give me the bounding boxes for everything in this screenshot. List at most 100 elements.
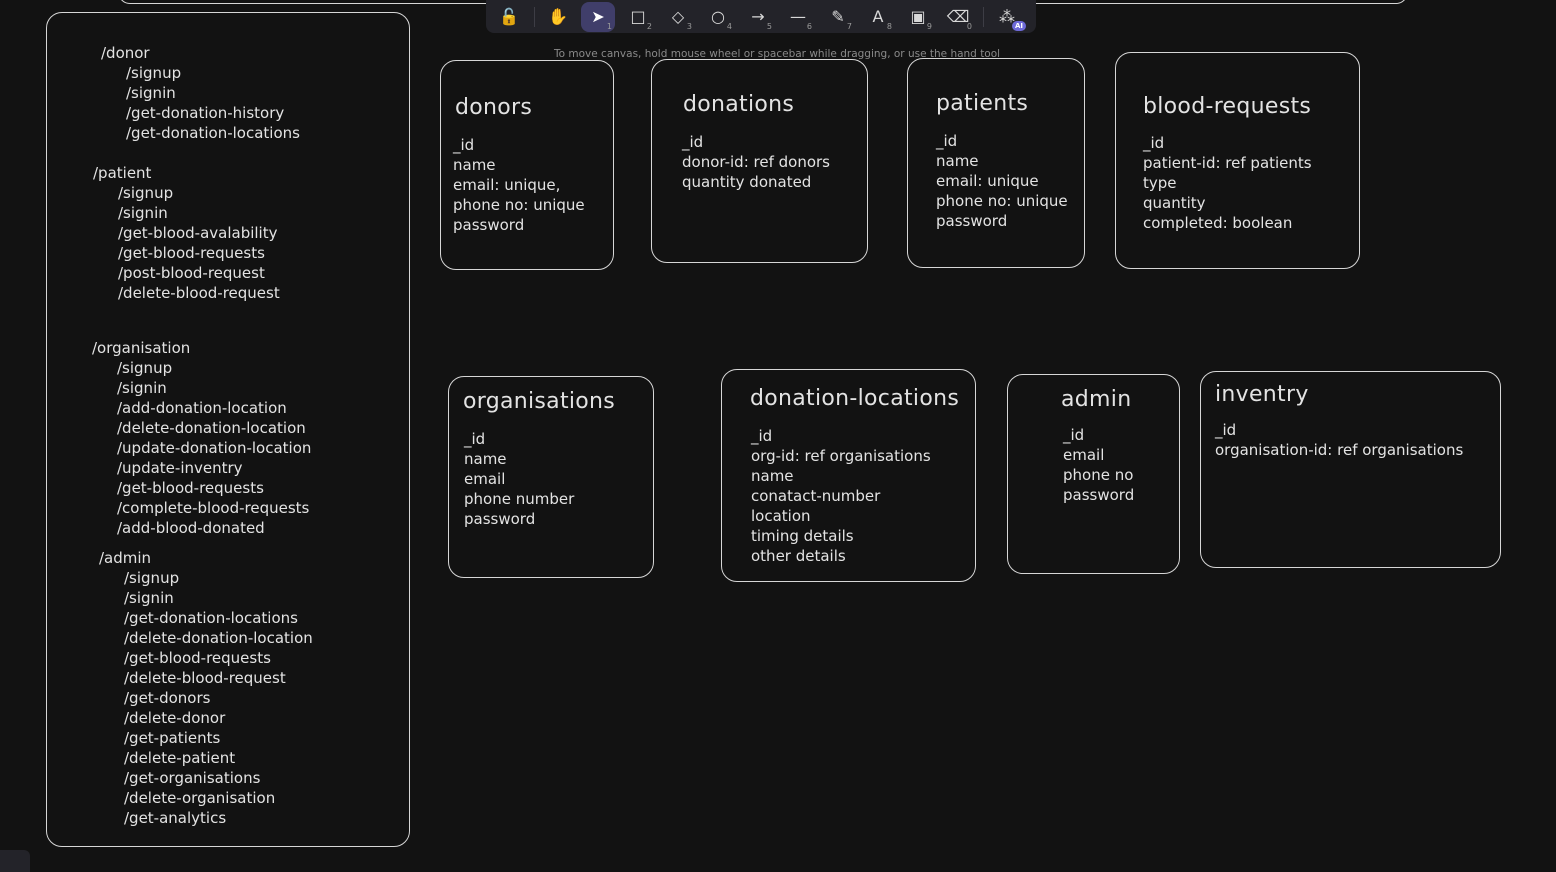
tool-shortcut-key: 9 xyxy=(926,21,932,31)
field-item: name xyxy=(751,467,794,485)
admin-routes: /admin xyxy=(99,548,151,568)
route-item: /signin xyxy=(118,204,168,222)
tool-shortcut-key: 2 xyxy=(646,21,652,31)
routes-box[interactable]: /donor /signup/signin/get-donation-histo… xyxy=(46,12,410,847)
field-item: name xyxy=(936,152,979,170)
lock-tool-button[interactable]: 🔓 xyxy=(492,2,526,32)
organisation-routes: /organisation xyxy=(92,338,190,358)
route-item: /signup xyxy=(117,359,173,377)
toolbar-separator xyxy=(983,6,984,27)
tool-shortcut-key: 3 xyxy=(686,21,692,31)
field-item: email: unique xyxy=(936,172,1039,190)
field-item: email xyxy=(1063,446,1105,464)
tool-shortcut-key: 7 xyxy=(846,21,852,31)
field-item: location xyxy=(751,507,811,525)
image-tool-button[interactable]: ▣9 xyxy=(901,2,935,32)
route-item: /get-donation-locations xyxy=(124,609,298,627)
field-item: completed: boolean xyxy=(1143,214,1293,232)
patient-route-items: /signup/signin/get-blood-avalability/get… xyxy=(118,183,280,303)
route-item: /post-blood-request xyxy=(118,264,265,282)
eraser-tool-button[interactable]: ⌫0 xyxy=(941,2,975,32)
ellipse-tool-button[interactable]: ○4 xyxy=(701,2,735,32)
field-item: phone number xyxy=(464,490,575,508)
text-icon: A xyxy=(872,7,884,26)
collection-fields: _id organisation-id: ref organisations xyxy=(1215,420,1463,460)
route-item: /add-donation-location xyxy=(117,399,287,417)
route-item: /get-donation-history xyxy=(126,104,285,122)
field-item: password xyxy=(453,216,525,234)
line-icon: — xyxy=(790,7,806,26)
route-item: /signup xyxy=(124,569,180,587)
arrow-tool-button[interactable]: →5 xyxy=(741,2,775,32)
field-item: patient-id: ref patients xyxy=(1143,154,1312,172)
organisation-route-items: /signup/signin/add-donation-location/del… xyxy=(117,358,311,538)
collection-title: patients xyxy=(936,91,1029,116)
patient-routes: /patient xyxy=(93,163,151,183)
field-item: _id xyxy=(464,430,486,448)
field-item: organisation-id: ref organisations xyxy=(1215,441,1464,459)
field-item: conatact-number xyxy=(751,487,881,505)
route-item: /get-patients xyxy=(124,729,221,747)
diamond-tool-button[interactable]: ◇3 xyxy=(661,2,695,32)
selection-icon: ➤ xyxy=(591,7,605,26)
line-tool-button[interactable]: —6 xyxy=(781,2,815,32)
image-icon: ▣ xyxy=(910,7,926,26)
eraser-icon: ⌫ xyxy=(946,7,970,26)
route-item: /delete-donation-location xyxy=(124,629,313,647)
route-item: /get-donors xyxy=(124,689,211,707)
hand-icon: ✋ xyxy=(548,7,568,26)
field-item: _id xyxy=(682,133,704,151)
route-item: /signin xyxy=(124,589,174,607)
route-group-title: /donor xyxy=(101,44,150,62)
selection-tool-button[interactable]: ➤1 xyxy=(581,1,615,32)
pencil-tool-button[interactable]: ✎7 xyxy=(821,2,855,32)
rectangle-tool-button[interactable]: □2 xyxy=(621,2,655,32)
tool-shortcut-key: 5 xyxy=(766,21,772,31)
route-item: /update-inventry xyxy=(117,459,243,477)
field-item: quantity xyxy=(1143,194,1206,212)
ai-badge: AI xyxy=(1011,20,1026,31)
route-group-title: /patient xyxy=(93,164,152,182)
more-tools-tool-button[interactable]: ⁂AI xyxy=(990,2,1026,32)
pencil-icon: ✎ xyxy=(831,7,845,26)
route-item: /signin xyxy=(126,84,176,102)
route-item: /signup xyxy=(126,64,182,82)
route-item: /delete-organisation xyxy=(124,789,276,807)
rectangle-icon: □ xyxy=(630,7,646,26)
route-item: /signin xyxy=(117,379,167,397)
collection-title: donations xyxy=(683,92,795,117)
route-item: /complete-blood-requests xyxy=(117,499,310,517)
field-item: _id xyxy=(1215,421,1237,439)
canvas-hint: To move canvas, hold mouse wheel or spac… xyxy=(554,48,1001,60)
field-item: timing details xyxy=(751,527,854,545)
route-item: /get-blood-requests xyxy=(124,649,271,667)
route-item: /get-donation-locations xyxy=(126,124,300,142)
route-item: /signup xyxy=(118,184,174,202)
field-item: org-id: ref organisations xyxy=(751,447,931,465)
field-item: password xyxy=(464,510,536,528)
lock-icon: 🔓 xyxy=(499,7,519,26)
hand-tool-button[interactable]: ✋ xyxy=(541,2,575,32)
route-item: /add-blood-donated xyxy=(117,519,265,537)
field-item: password xyxy=(936,212,1008,230)
more-tools-icon: ⁂ xyxy=(999,7,1015,26)
arrow-icon: → xyxy=(751,7,765,26)
field-item: phone no: unique xyxy=(453,196,585,214)
route-item: /delete-donor xyxy=(124,709,226,727)
bottom-left-button[interactable] xyxy=(0,850,30,872)
route-item: /delete-blood-request xyxy=(124,669,286,687)
tool-shortcut-key: 4 xyxy=(726,21,732,31)
